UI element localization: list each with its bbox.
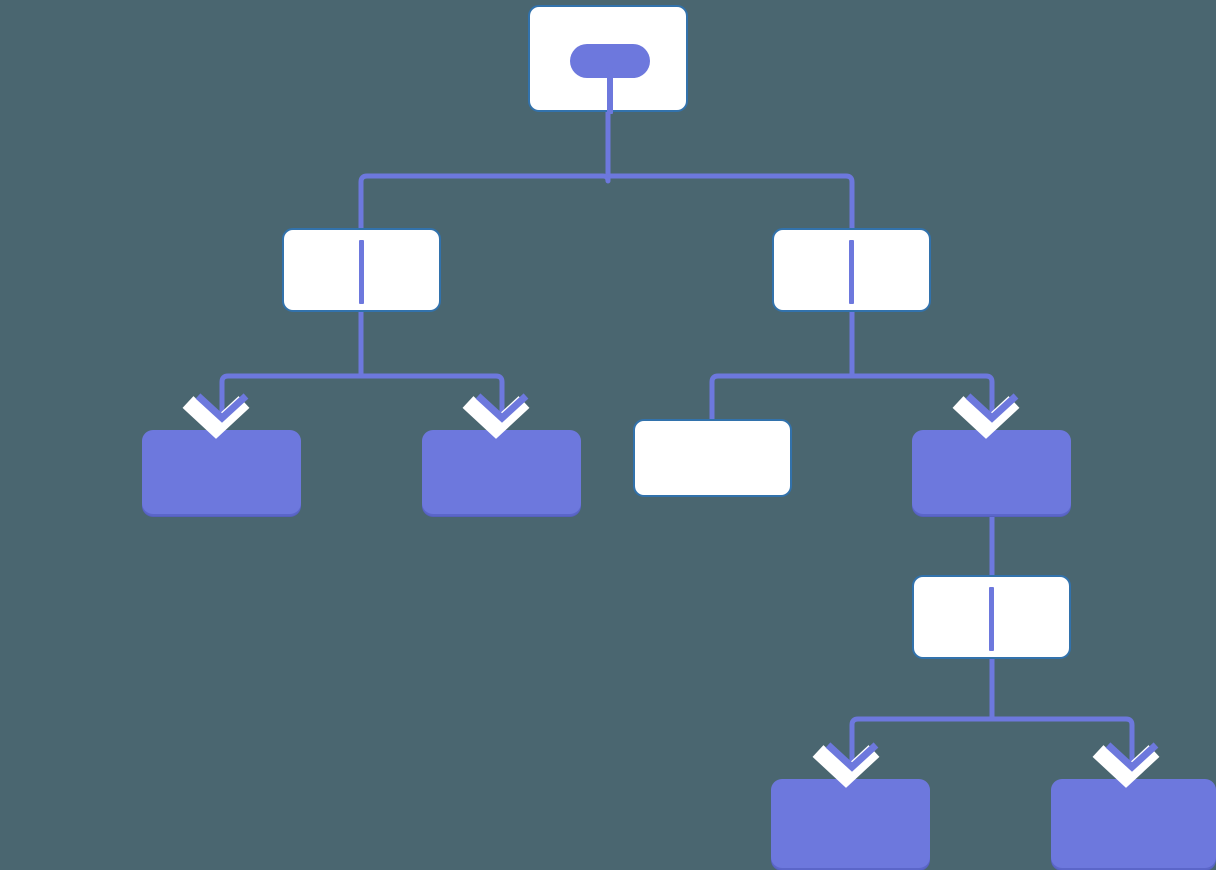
root-pill-stem — [607, 68, 613, 114]
edge-e-root-l2right — [605, 112, 855, 228]
node-n-l3-a[interactable] — [142, 430, 301, 514]
node-n-l5-left[interactable] — [771, 779, 930, 868]
node-n-l2-left[interactable] — [282, 228, 441, 312]
edge-e-l2right-l3d — [849, 312, 995, 432]
node-n-l5-right[interactable] — [1051, 779, 1216, 868]
edge-e-l2right-l3c — [709, 312, 855, 419]
node-inner-connector-line — [849, 240, 854, 304]
edge-e-root-l2left — [358, 112, 611, 228]
node-inner-connector-line — [359, 240, 364, 304]
node-n-l3-c[interactable] — [633, 419, 792, 497]
node-inner-connector-line — [989, 587, 994, 651]
node-n-l2-right[interactable] — [772, 228, 931, 312]
node-n-l3-b[interactable] — [422, 430, 581, 514]
edge-e-l4-l5right — [989, 659, 1135, 781]
node-n-l3-d[interactable] — [912, 430, 1071, 514]
edge-e-l2left-l3a — [219, 312, 364, 432]
edge-e-l4-l5left — [849, 659, 995, 781]
node-n-l4[interactable] — [912, 575, 1071, 659]
node-root[interactable] — [528, 5, 688, 114]
edge-e-l2left-l3b — [358, 312, 505, 432]
